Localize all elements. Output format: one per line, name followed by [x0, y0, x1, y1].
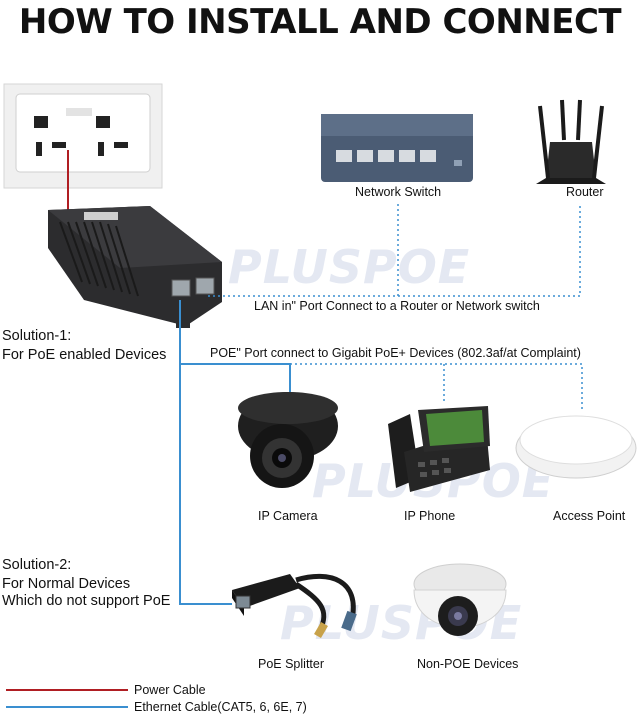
- wall-outlet-icon: [4, 84, 162, 188]
- network-switch-label: Network Switch: [355, 185, 441, 199]
- solution-1-desc: For PoE enabled Devices: [2, 346, 166, 365]
- legend-ethernet-label: Ethernet Cable(CAT5, 6, 6E, 7): [134, 700, 307, 714]
- lan-in-label: LAN in" Port Connect to a Router or Netw…: [254, 299, 540, 313]
- access-point-icon: [516, 416, 636, 478]
- ip-camera-icon: [238, 392, 338, 488]
- ip-phone-icon: [388, 406, 490, 492]
- ethernet-camera-line: [180, 364, 290, 392]
- router-label: Router: [566, 185, 604, 199]
- router-icon: [536, 100, 606, 184]
- solution-2-title: Solution-2:: [2, 556, 71, 575]
- solution-1-title: Solution-1:: [2, 327, 71, 346]
- network-switch-icon: [321, 114, 473, 182]
- lan-router-link: [208, 204, 580, 296]
- non-poe-devices-label: Non-POE Devices: [417, 657, 518, 671]
- access-point-label: Access Point: [553, 509, 625, 523]
- solution-2-line2: Which do not support PoE: [2, 592, 170, 611]
- legend-power-label: Power Cable: [134, 683, 206, 697]
- poe-splitter-label: PoE Splitter: [258, 657, 324, 671]
- ip-camera-label: IP Camera: [258, 509, 318, 523]
- poe-injector-icon: [48, 206, 222, 328]
- ip-phone-label: IP Phone: [404, 509, 455, 523]
- poe-splitter-icon: [232, 574, 357, 638]
- non-poe-camera-icon: [414, 564, 506, 636]
- poe-port-label: POE" Port connect to Gigabit PoE+ Device…: [210, 346, 581, 360]
